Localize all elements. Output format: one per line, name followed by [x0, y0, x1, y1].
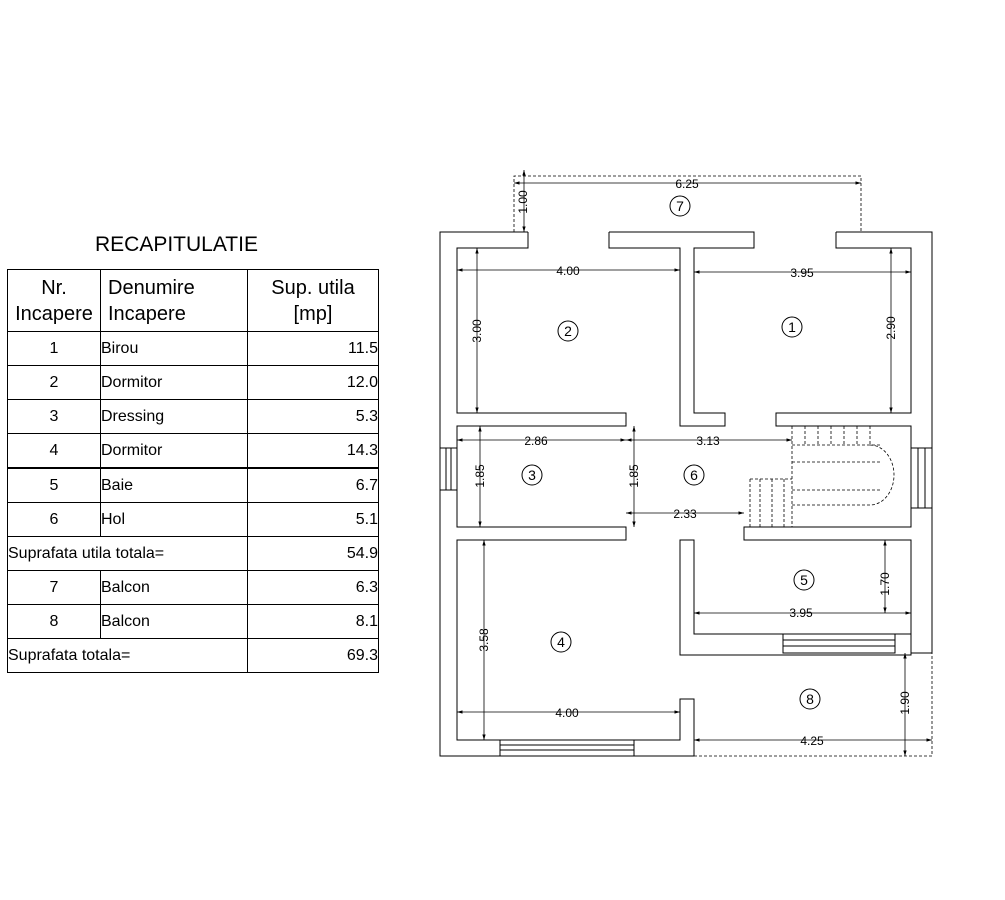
dim-hall-width: 3.13: [696, 434, 720, 448]
dimension-labels: 6.25 1.00 4.00 3.00 3.95 2.90 2.86 3.13 …: [470, 177, 912, 748]
header-nr: Nr.Incapere: [7, 269, 101, 332]
dim-room4-width: 4.00: [555, 706, 579, 720]
room-8-number: 8: [806, 691, 814, 707]
window-hall: [910, 447, 933, 509]
room-area: 6.3: [247, 570, 379, 605]
east-inner: [743, 232, 912, 634]
dim-room1-depth: 2.90: [884, 316, 898, 340]
room-1-circle: [781, 316, 803, 338]
room-name: Dressing: [100, 399, 248, 434]
window-room4: [499, 739, 635, 757]
room-6-circle: [683, 464, 705, 486]
room-nr: 3: [7, 399, 101, 434]
room-markers: 1 2 3 4 5 6 7 8: [521, 195, 821, 710]
room-7-circle: [669, 195, 691, 217]
windows: [439, 447, 933, 757]
dim-room5-width: 3.95: [789, 606, 813, 620]
dim-room4-depth: 3.58: [477, 628, 491, 652]
dim-room2-depth: 3.00: [470, 319, 484, 343]
room-1-number: 1: [788, 319, 796, 335]
useful-total-label: Suprafata utila totala=: [7, 536, 248, 571]
room-name: Baie: [100, 467, 248, 503]
room-area: 14.3: [247, 433, 379, 469]
room-name: Balcon: [100, 604, 248, 639]
balconies: [513, 175, 933, 757]
header-area: Sup. utila[mp]: [247, 269, 379, 332]
room-4-number: 4: [557, 634, 565, 650]
dim-room5-depth: 1.70: [878, 572, 892, 596]
total-row: Suprafata totala=69.3: [7, 638, 379, 673]
dim-balcony8-depth: 1.90: [898, 691, 912, 715]
room-nr: 1: [7, 331, 101, 366]
dim-room2-width: 4.00: [556, 264, 580, 278]
balcony-8-outline: [694, 653, 933, 757]
center-wall: [608, 231, 755, 427]
stairs: [749, 426, 895, 527]
dim-room3-depth: 1.85: [473, 464, 487, 488]
window-room5: [782, 633, 896, 654]
window-room3: [439, 447, 458, 491]
total-value: 69.3: [247, 638, 379, 673]
room-2-number: 2: [564, 323, 572, 339]
room-area: 8.1: [247, 604, 379, 639]
dimension-lines: [457, 170, 932, 756]
dim-balcony7-depth: 1.00: [516, 190, 530, 214]
room-area: 5.3: [247, 399, 379, 434]
dim-hall-depth: 1.85: [627, 464, 641, 488]
room-nr: 4: [7, 433, 101, 469]
room-name: Dormitor: [100, 433, 248, 469]
dim-balcony7-width: 6.25: [675, 177, 699, 191]
room-2-circle: [557, 320, 579, 342]
room-4-circle: [550, 631, 572, 653]
total-label: Suprafata totala=: [7, 638, 248, 673]
dim-room1-width: 3.95: [790, 266, 814, 280]
room-5-number: 5: [800, 572, 808, 588]
room-8-circle: [799, 688, 821, 710]
recap-title: RECAPITULATIE: [95, 233, 258, 256]
room-7-number: 7: [676, 198, 684, 214]
west-wall: [439, 231, 695, 757]
room-3-number: 3: [528, 467, 536, 483]
dim-hall-passage: 2.33: [673, 507, 697, 521]
balcony-7-outline: [513, 175, 862, 232]
dim-balcony8-width: 4.25: [800, 734, 824, 748]
room-3-circle: [521, 464, 543, 486]
room-5-circle: [793, 569, 815, 591]
room-area: 11.5: [247, 331, 379, 366]
room-area: 12.0: [247, 365, 379, 400]
dim-room3-width: 2.86: [524, 434, 548, 448]
room-nr: 2: [7, 365, 101, 400]
room-6-number: 6: [690, 467, 698, 483]
exterior-walls: [439, 231, 933, 757]
